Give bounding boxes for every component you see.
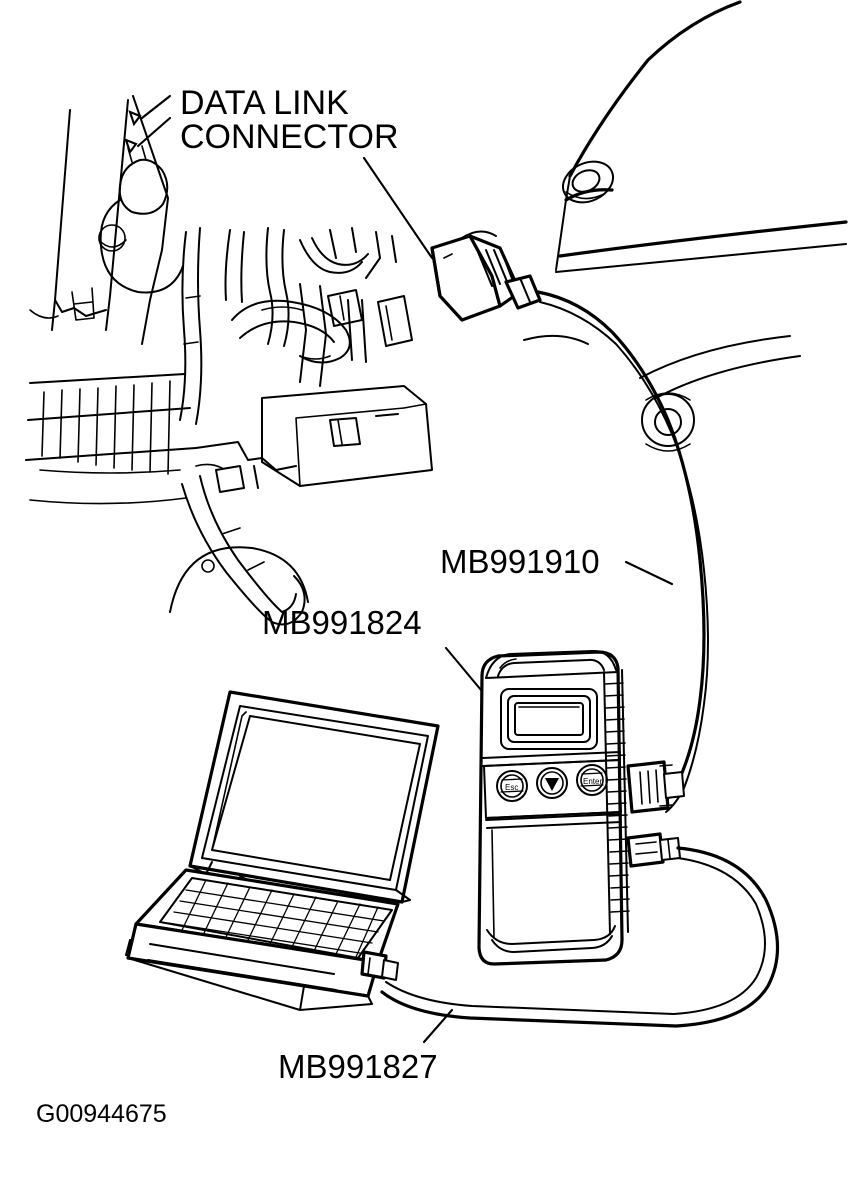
label-mb991824-text: MB991824 [262,604,422,641]
scan-tool-lcd-screen [514,702,584,736]
laptop-port [360,950,399,981]
callout-line-2: CONNECTOR [180,118,399,156]
label-mb991910-text: MB991910 [440,543,600,580]
laptop-screen [211,715,421,881]
scan-tool-esc-label: Esc [505,783,518,792]
scan-tool-dlc-port [626,760,685,814]
callout-line-1: DATA LINK [180,84,349,122]
laptop-lid-edge [211,711,247,851]
wire-harness-vertical [179,227,290,425]
chevron-down-icon [545,778,559,791]
label-mb991827-text: MB991827 [278,1048,438,1085]
structural-member [639,335,791,379]
cable-mb991827 [380,846,780,1028]
hose-loop [231,299,351,364]
laptop-computer [125,690,440,1011]
laptop-front-slot [149,943,335,975]
scan-tool-down-button[interactable] [536,767,568,799]
scan-tool-enter-button[interactable]: Enter [576,764,608,796]
fastener-circle [98,224,127,252]
pedal-arm [181,475,306,626]
scan-tool-keypad-panel: Esc Enter [483,759,622,819]
scan-tool-body-edge [491,829,495,939]
engine-bay-scene [25,0,848,626]
callout-data-link-connector: DATA LINK CONNECTOR [124,84,434,260]
louver-fins [25,373,197,505]
structural-member-2 [655,355,801,399]
scan-tool-enter-label: Enter [583,777,602,786]
scan-tool-pc-port [626,832,681,868]
label-mb991827: MB991827 [278,1008,454,1085]
laptop-corner-edge [299,985,305,1011]
scan-tool-band-upper [482,751,621,759]
figure-id-code: G00944675 [36,1100,167,1128]
reservoir-canister [99,145,184,294]
floor-tunnel [195,441,297,493]
scan-tool-esc-button[interactable]: Esc [496,770,528,802]
label-mb991824: MB991824 [262,604,488,698]
laptop-bottom-edge [127,957,373,1011]
round-hub [169,546,309,613]
scan-tool-display [500,688,598,750]
scan-tool-top-bumper [485,649,619,679]
label-mb991910: MB991910 [440,543,674,586]
scan-tool-band-lower-2 [486,821,622,829]
data-link-connector-plug [430,230,542,322]
scan-tool-side-ribs [603,669,630,935]
laptop-front-slot-2 [147,959,337,991]
scan-tool-band-lower [485,813,622,821]
left-pillar [29,99,129,331]
scan-tool-device: Esc Enter [477,649,685,966]
grommet-oval [562,160,614,204]
